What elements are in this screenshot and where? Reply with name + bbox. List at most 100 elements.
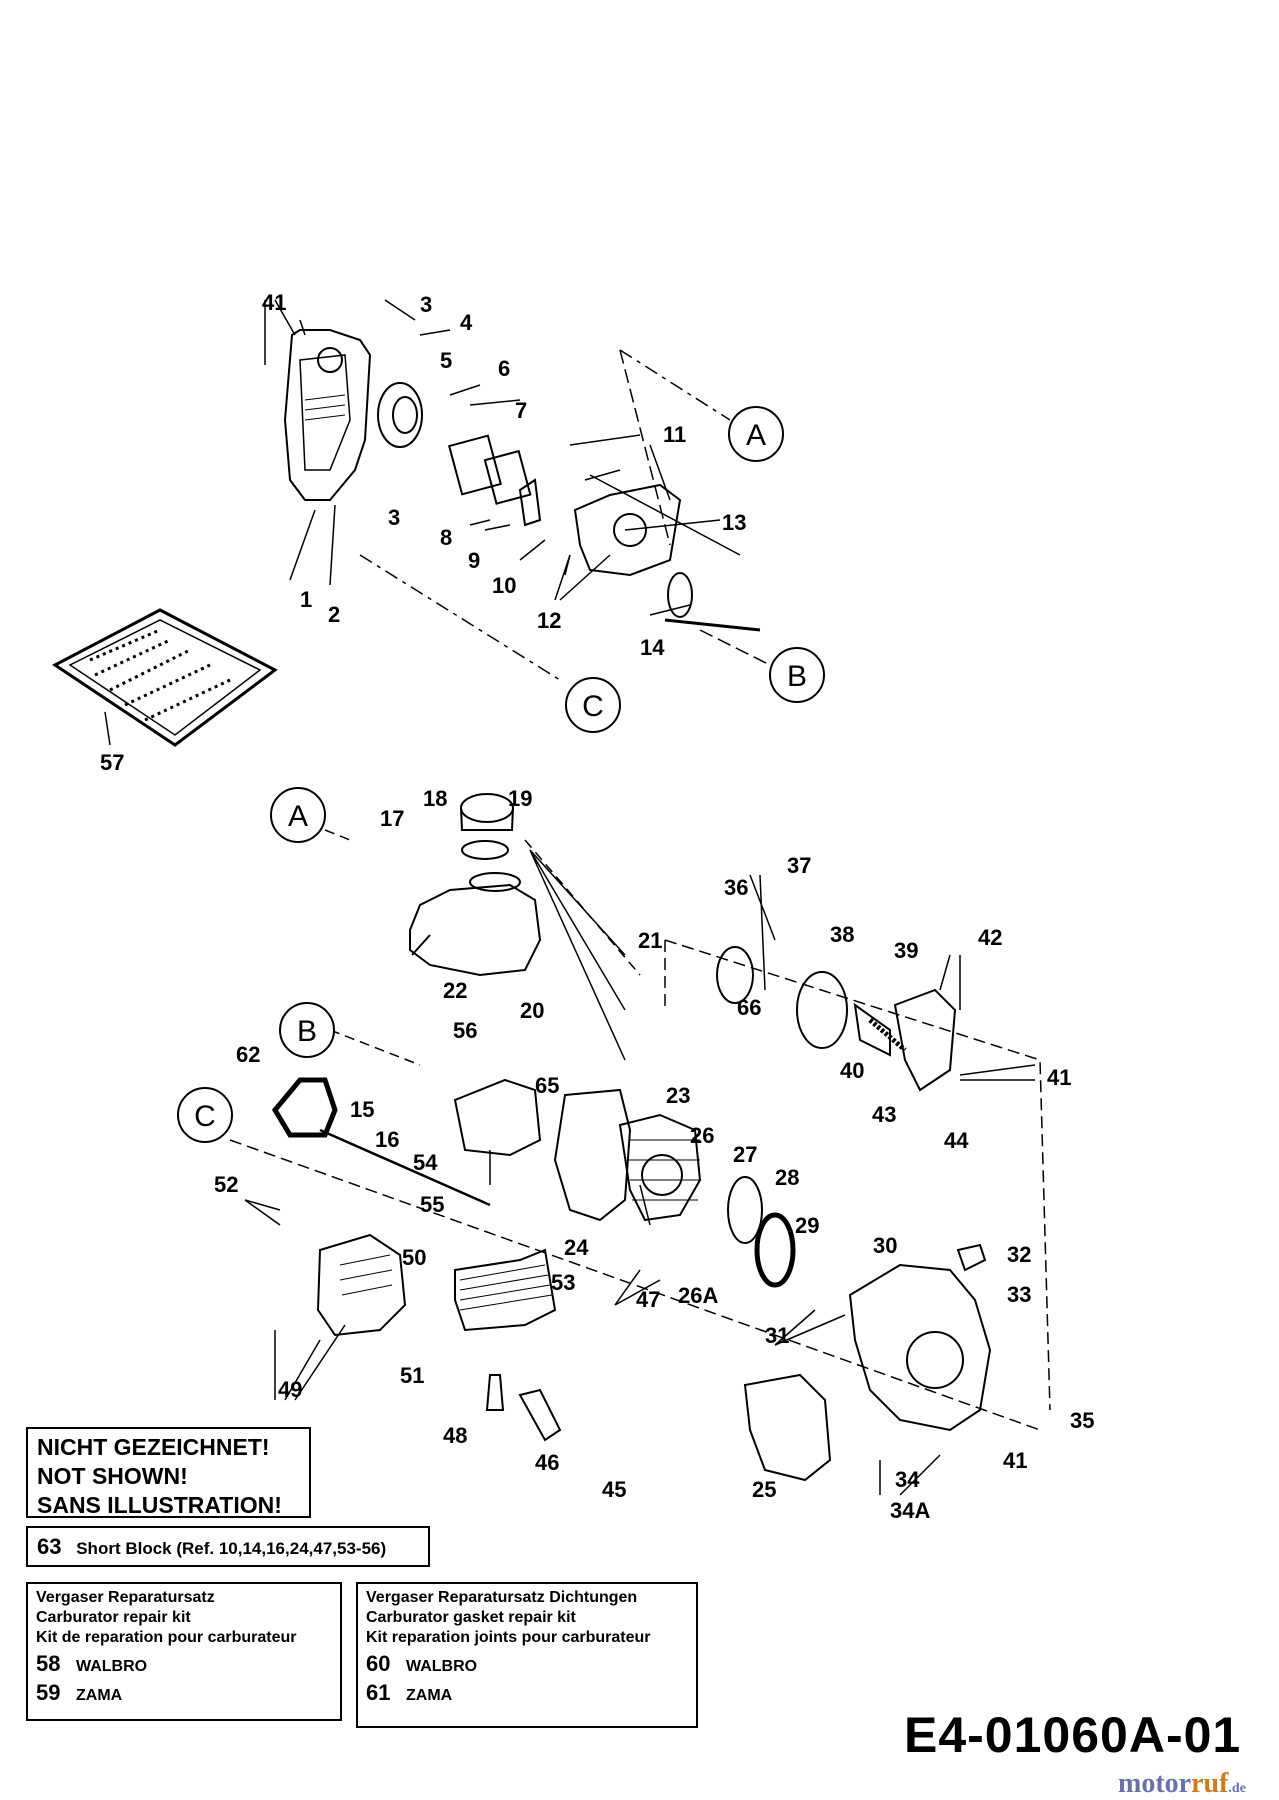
part-label: 47	[636, 1287, 660, 1312]
part-label: 28	[775, 1165, 799, 1190]
part-label: 34A	[890, 1498, 930, 1523]
part-label: 53	[551, 1270, 575, 1295]
flywheel	[618, 1113, 702, 1222]
part-label: 51	[400, 1363, 424, 1388]
crankshaft	[664, 572, 761, 632]
part-label: 52	[214, 1172, 238, 1197]
not-shown-french: SANS ILLUSTRATION!	[37, 1492, 282, 1518]
kit-title-english: Carburator repair kit	[36, 1609, 191, 1626]
kit-title-french: Kit reparation joints pour carburateur	[366, 1629, 651, 1646]
callout-a-bottom: A	[270, 787, 326, 843]
svg-text:C: C	[194, 1100, 216, 1133]
part-label: 31	[765, 1323, 789, 1348]
part-label: 43	[872, 1102, 896, 1127]
callout-b-bottom: B	[279, 1002, 335, 1058]
part-label: 22	[443, 978, 467, 1003]
kit-title-french: Kit de reparation pour carburateur	[36, 1629, 297, 1646]
part-label: 11	[663, 422, 686, 447]
part-label: 29	[795, 1213, 819, 1238]
carburetor-parts	[447, 434, 542, 527]
svg-text:B: B	[297, 1015, 317, 1048]
part-label: 27	[733, 1142, 757, 1167]
part-label: 3	[420, 292, 432, 317]
gasket-repair-kit-box: Vergaser Reparatursatz Dichtungen Carbur…	[356, 1582, 698, 1728]
part-label: 12	[537, 608, 561, 633]
part-label: 14	[640, 635, 665, 660]
engine-cover	[518, 1088, 832, 1482]
svg-text:A: A	[746, 419, 766, 452]
svg-text:A: A	[288, 800, 308, 833]
part-labels-top: 41 3 4 5 6 7 11 3 8 9 10 13 1 2 12 14 57	[100, 290, 746, 775]
clutch-parts	[716, 946, 957, 1092]
part-label: 38	[830, 922, 854, 947]
part-label: 1	[300, 587, 312, 612]
fuel-tank	[409, 872, 542, 977]
part-label: 49	[278, 1377, 302, 1402]
callout-b-top: B	[769, 647, 825, 703]
part-label: 41	[1003, 1448, 1027, 1473]
spark-plug	[485, 1374, 505, 1411]
part-label: 66	[737, 995, 761, 1020]
part-label: 19	[508, 786, 532, 811]
part-label: 5	[440, 348, 452, 373]
part-labels-bottom: 18 19 17 36 37 38 21 66 39 42 22 20 56 6…	[214, 786, 1094, 1523]
part-label: 13	[722, 510, 746, 535]
part-label: 6	[498, 356, 510, 381]
part-label: 50	[402, 1245, 426, 1270]
cylinder	[453, 1078, 557, 1332]
not-shown-english: NOT SHOWN!	[37, 1463, 188, 1489]
part-label: 46	[535, 1450, 559, 1475]
part-label: 30	[873, 1233, 897, 1258]
part-label: 18	[423, 786, 447, 811]
part-label: 54	[413, 1150, 438, 1175]
svg-text:B: B	[787, 660, 807, 693]
part-label: 25	[752, 1477, 776, 1502]
part-label: 16	[375, 1127, 399, 1152]
part-label: 9	[468, 548, 480, 573]
part-label: 65	[535, 1073, 559, 1098]
part-label: 4	[460, 310, 473, 335]
kit-title-german: Vergaser Reparatursatz Dichtungen	[366, 1589, 638, 1606]
part-label: 37	[787, 853, 811, 878]
part-label: 34	[895, 1467, 920, 1492]
part-label: 41	[262, 290, 286, 315]
part-label: 8	[440, 525, 452, 550]
muffler	[316, 1233, 407, 1337]
part-label: 57	[100, 750, 124, 775]
crankcase	[573, 469, 741, 577]
part-label: 33	[1007, 1282, 1031, 1307]
svg-text:C: C	[582, 690, 604, 723]
part-label: 17	[380, 806, 404, 831]
part-label: 26	[690, 1123, 714, 1148]
part-label: 44	[944, 1128, 969, 1153]
decal-sheet	[52, 608, 278, 747]
part-label: 56	[453, 1018, 477, 1043]
short-block-number: 63	[37, 1534, 62, 1559]
kit-title-german: Vergaser Reparatursatz	[36, 1589, 215, 1606]
part-label: 36	[724, 875, 748, 900]
piston-ring	[271, 1077, 338, 1138]
carburetor-repair-kit-box: Vergaser Reparatursatz Carburator repair…	[26, 1582, 342, 1721]
part-label: 48	[443, 1423, 467, 1448]
part-label: 26A	[678, 1283, 718, 1308]
part-label: 42	[978, 925, 1002, 950]
part-label: 55	[420, 1192, 444, 1217]
part-label: 23	[666, 1083, 690, 1108]
motoruf-logo: motorruf.de	[1118, 1768, 1246, 1799]
part-label: 20	[520, 998, 544, 1023]
part-label: 35	[1070, 1408, 1094, 1433]
part-label: 3	[388, 505, 400, 530]
part-label: 41	[1047, 1065, 1071, 1090]
drawing-code: E4-01060A-01	[904, 1707, 1242, 1763]
short-block-text: Short Block (Ref. 10,14,16,24,47,53-56)	[76, 1539, 387, 1558]
part-label: 10	[492, 573, 516, 598]
air-filter-ring	[377, 382, 423, 448]
part-label: 2	[328, 602, 340, 627]
part-label: 45	[602, 1477, 626, 1502]
starter-housing	[848, 1243, 992, 1432]
